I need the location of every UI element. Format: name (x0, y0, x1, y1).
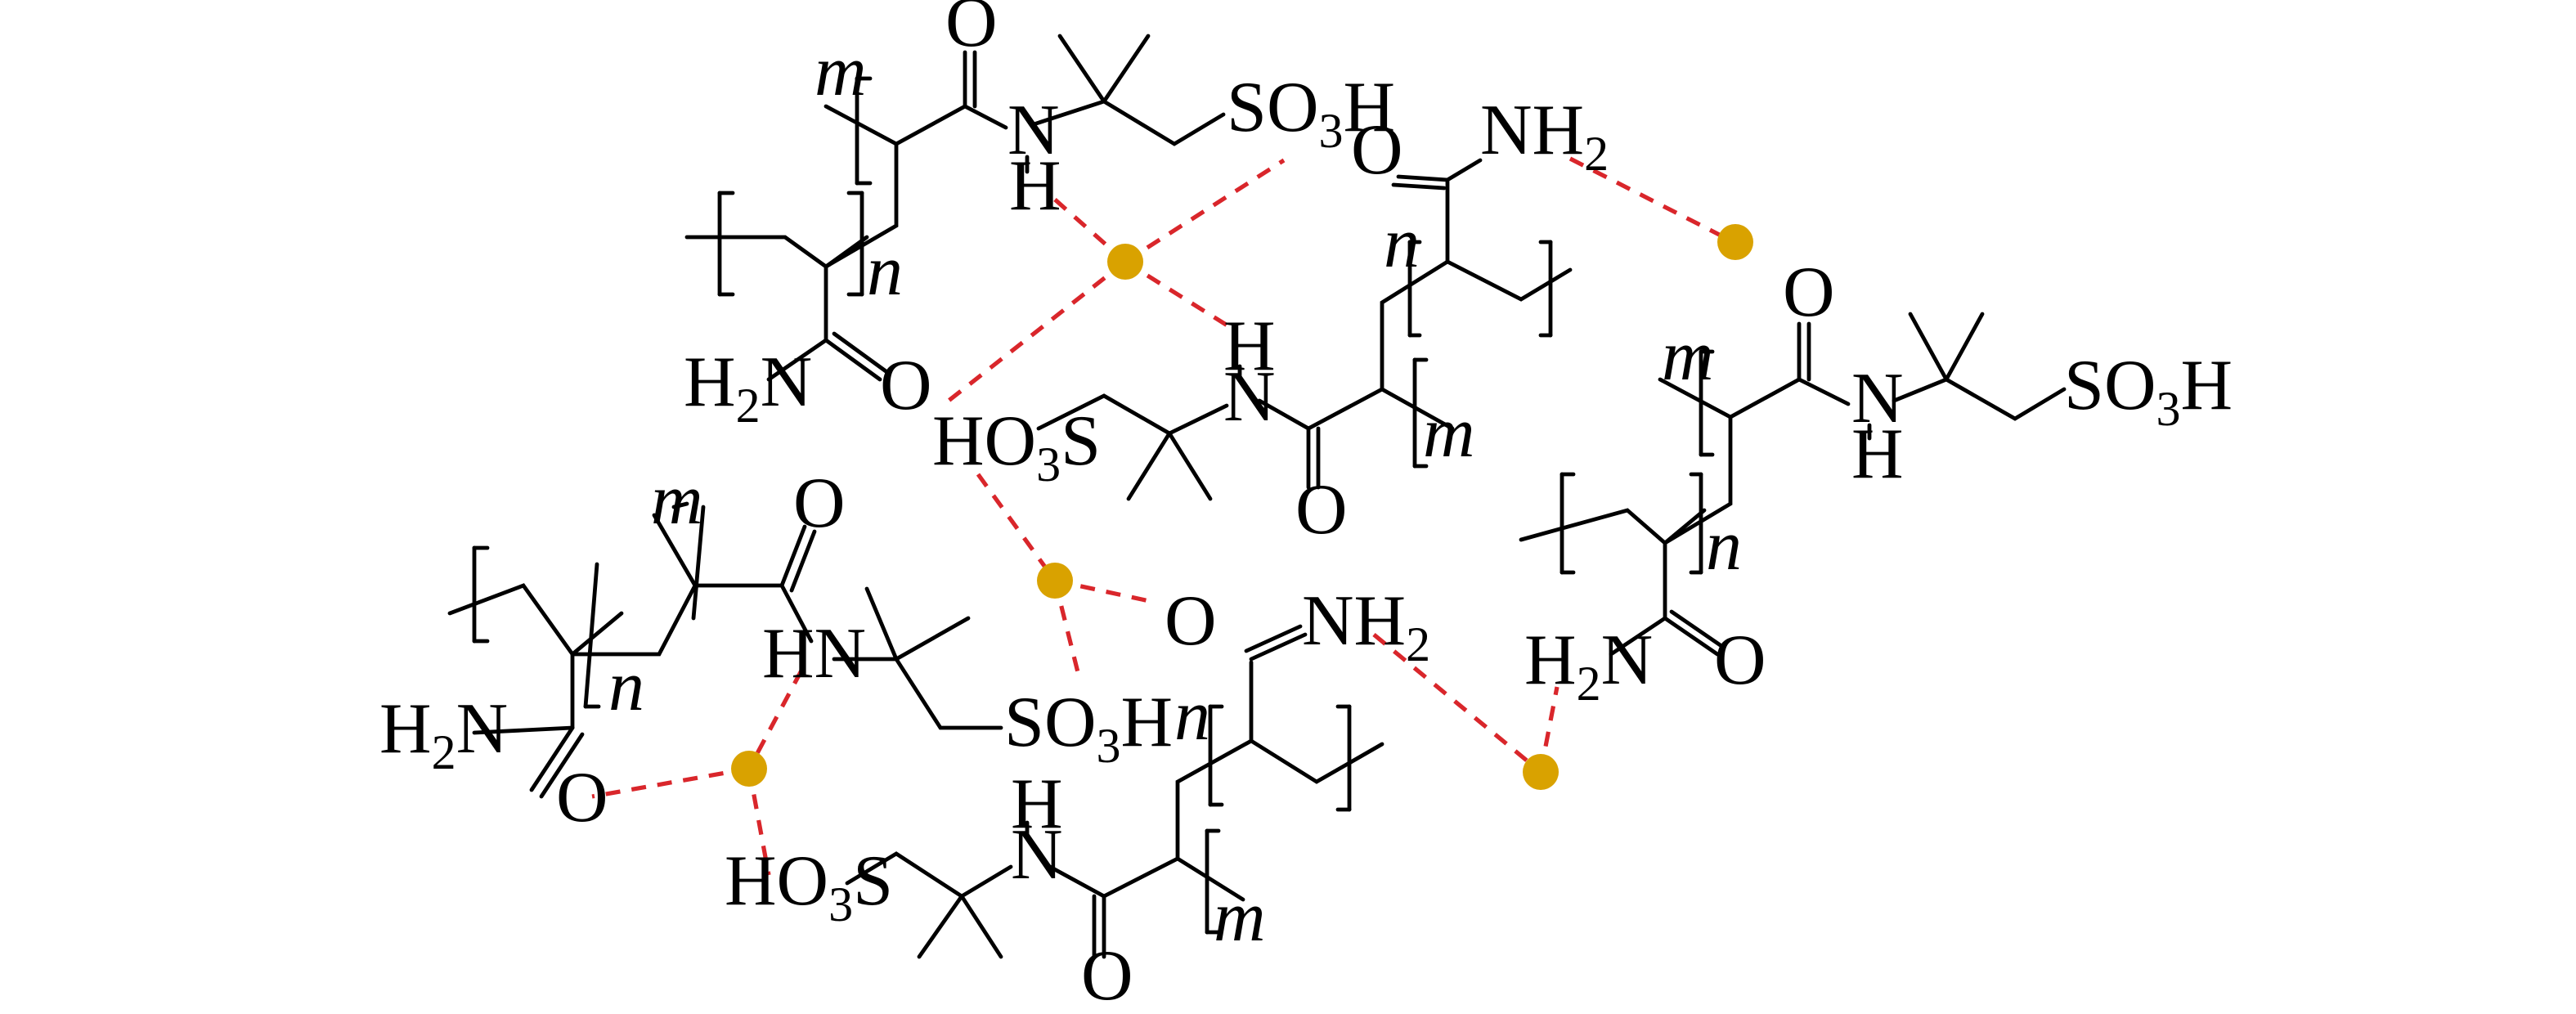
molecule-d-bonds (447, 501, 1003, 799)
molecule-c-bonds (1519, 312, 2067, 657)
label-n-subscript: n (1174, 676, 1210, 756)
label-h2n: H2N (684, 343, 812, 433)
label-nh2: NH2 (1480, 91, 1609, 181)
label-o: O (1081, 936, 1133, 1014)
label-h: H (1851, 415, 1904, 494)
label-n-subscript: n (1706, 506, 1742, 586)
label-n-subscript: n (608, 647, 644, 726)
label-o: O (945, 0, 998, 62)
molecule-a-bonds (684, 34, 1226, 382)
label-so3h: SO3H (1227, 68, 1395, 158)
ion-3 (1037, 563, 1073, 599)
label-o: O (1351, 110, 1403, 190)
ion-markers (731, 224, 1753, 790)
label-ho3s: HO3S (725, 841, 893, 931)
atom-labels: m O N H SO3H n H2N O O NH2 n H N HO3S m … (379, 0, 2233, 1014)
label-o: O (1295, 470, 1348, 550)
label-m: m (1423, 393, 1475, 473)
label-so3h: SO3H (2064, 346, 2233, 436)
ion-2 (1717, 224, 1753, 260)
label-h: H (1009, 146, 1061, 226)
label-m: m (1662, 316, 1714, 396)
label-h: H (1011, 765, 1063, 844)
label-m: m (1214, 877, 1266, 957)
label-o: O (556, 758, 608, 837)
covalent-bonds (447, 34, 2067, 959)
label-o: O (793, 464, 846, 543)
label-o: O (1714, 621, 1766, 700)
label-m: m (651, 460, 703, 540)
label-o: O (1165, 581, 1217, 661)
label-n: N (1851, 359, 1904, 438)
label-nh2: NH2 (1302, 581, 1430, 671)
label-n: N (1223, 357, 1276, 437)
label-o: O (880, 346, 932, 425)
label-n-subscript: n (867, 231, 903, 311)
label-n: N (1011, 815, 1063, 895)
label-o: O (1783, 253, 1835, 332)
label-h: H (1223, 307, 1276, 386)
molecule-e-bonds (845, 624, 1384, 959)
label-h2n: H2N (379, 689, 508, 779)
label-n-subscript: n (1384, 204, 1420, 283)
label-h2n: H2N (1524, 621, 1653, 711)
label-hn: HN (762, 614, 866, 693)
label-m: m (815, 32, 867, 111)
label-n: N (1008, 91, 1060, 170)
label-so3h: SO3H (1004, 683, 1173, 773)
ion-5 (731, 751, 767, 787)
label-ho3s: HO3S (932, 402, 1101, 491)
molecule-b-bonds (1036, 158, 1573, 501)
ion-4 (1523, 754, 1559, 790)
ion-1 (1107, 244, 1143, 280)
